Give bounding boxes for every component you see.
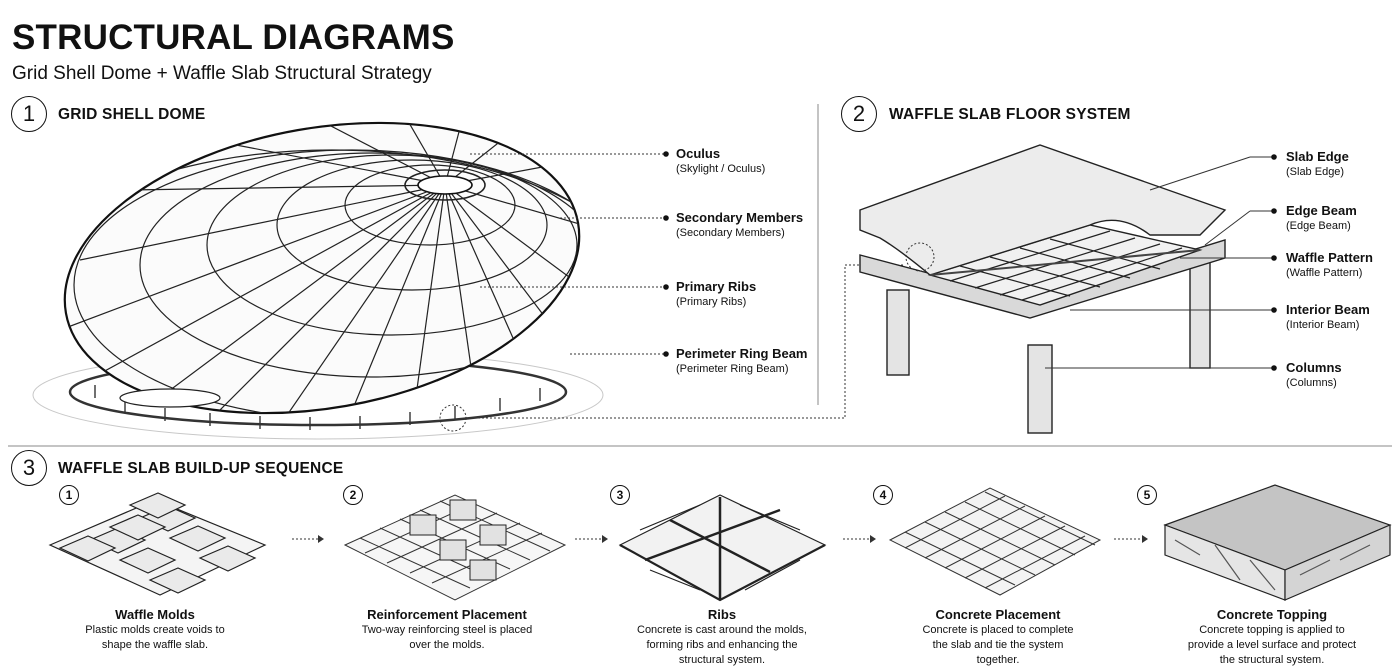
waffle-slab-drawing bbox=[859, 144, 1227, 434]
section-3-number: 3 bbox=[11, 450, 47, 486]
callout-primary-ribs-sub: (Primary Ribs) bbox=[676, 296, 747, 308]
dome-leaders bbox=[470, 153, 664, 355]
page-title: STRUCTURAL DIAGRAMS bbox=[12, 18, 455, 57]
step-5-caption: Concrete Topping Concrete topping is app… bbox=[1172, 606, 1372, 668]
callout-oculus-sub: (Skylight / Oculus) bbox=[676, 163, 766, 175]
step-4-number: 4 bbox=[873, 485, 893, 505]
step-2-number: 2 bbox=[343, 485, 363, 505]
callout-waffle-pattern-sub: (Waffle Pattern) bbox=[1286, 267, 1363, 279]
step-3-caption: Ribs Concrete is cast around the molds, … bbox=[622, 606, 822, 668]
slab-top bbox=[859, 144, 1227, 276]
callout-perimeter-ring-beam-sub: (Perimeter Ring Beam) bbox=[676, 363, 789, 375]
step-5-concrete-topping-drawing bbox=[1163, 484, 1392, 601]
step-5-desc-line-3: the structural system. bbox=[1219, 654, 1325, 666]
step-3-desc-line-2: forming ribs and enhancing the bbox=[646, 639, 798, 651]
callout-waffle-pattern-label: Waffle Pattern bbox=[1286, 250, 1373, 265]
section-3-title: WAFFLE SLAB BUILD-UP SEQUENCE bbox=[58, 460, 344, 477]
page-subtitle: Grid Shell Dome + Waffle Slab Structural… bbox=[12, 63, 432, 84]
step-3-desc-line-1: Concrete is cast around the molds, bbox=[637, 624, 807, 636]
step-3-number: 3 bbox=[610, 485, 630, 505]
callout-interior-beam-sub: (Interior Beam) bbox=[1286, 319, 1360, 331]
detail-bubble-slab bbox=[905, 242, 935, 272]
callout-secondary-members: Secondary Members (Secondary Members) bbox=[676, 210, 803, 241]
callout-waffle-pattern: Waffle Pattern (Waffle Pattern) bbox=[1286, 250, 1373, 281]
section-2-title: WAFFLE SLAB FLOOR SYSTEM bbox=[889, 106, 1131, 123]
callout-edge-beam-sub: (Edge Beam) bbox=[1286, 220, 1351, 232]
callout-slab-edge-sub: (Slab Edge) bbox=[1286, 166, 1345, 178]
callout-perimeter-ring-beam: Perimeter Ring Beam (Perimeter Ring Beam… bbox=[676, 346, 808, 377]
callout-columns-label: Columns bbox=[1286, 360, 1342, 375]
step-5-desc-line-1: Concrete topping is applied to bbox=[1199, 624, 1345, 636]
callout-interior-beam-label: Interior Beam bbox=[1286, 302, 1370, 317]
step-2-desc-line-2: over the molds. bbox=[409, 639, 485, 651]
step-5-title: Concrete Topping bbox=[1216, 607, 1328, 622]
callout-slab-edge: Slab Edge (Slab Edge) bbox=[1286, 149, 1349, 180]
step-3-title: Ribs bbox=[707, 607, 737, 622]
callout-secondary-members-label: Secondary Members bbox=[676, 210, 804, 225]
oculus bbox=[417, 175, 473, 195]
step-3-desc-line-3: structural system. bbox=[678, 654, 766, 666]
step-4-concrete-placement-drawing bbox=[888, 487, 1102, 596]
dome-outline bbox=[63, 121, 581, 415]
step-1-desc-line-1: Plastic molds create voids to bbox=[85, 624, 225, 636]
callout-edge-beam-label: Edge Beam bbox=[1286, 203, 1357, 218]
section-1-number: 1 bbox=[11, 96, 47, 132]
step-2-desc-line-1: Two-way reinforcing steel is placed bbox=[361, 624, 533, 636]
dome-leader-dots bbox=[663, 151, 669, 357]
step-1-waffle-molds-drawing bbox=[48, 492, 267, 596]
step-5-number: 5 bbox=[1137, 485, 1157, 505]
grid-shell-dome-drawing bbox=[32, 89, 604, 452]
step-5-desc-line-2: provide a level surface and protect bbox=[1187, 639, 1357, 651]
section-1-title: GRID SHELL DOME bbox=[58, 106, 206, 123]
step-1-caption: Waffle Molds Plastic molds create voids … bbox=[55, 606, 255, 653]
step-2-caption: Reinforcement Placement Two-way reinforc… bbox=[347, 606, 547, 653]
callout-columns-sub: (Columns) bbox=[1286, 377, 1337, 389]
callout-slab-edge-label: Slab Edge bbox=[1286, 149, 1349, 164]
callout-oculus-label: Oculus bbox=[676, 146, 721, 161]
step-4-desc-line-1: Concrete is placed to complete bbox=[922, 624, 1074, 636]
perimeter-posts bbox=[94, 385, 541, 430]
step-1-title: Waffle Molds bbox=[115, 607, 195, 622]
callout-primary-ribs-label: Primary Ribs bbox=[676, 279, 757, 294]
step-2-reinforcement-drawing bbox=[343, 494, 567, 601]
callout-oculus: Oculus (Skylight / Oculus) bbox=[676, 146, 765, 177]
dome-entrance-opening bbox=[119, 388, 221, 408]
section-2-number: 2 bbox=[841, 96, 877, 132]
callout-perimeter-ring-beam-label: Perimeter Ring Beam bbox=[676, 346, 808, 361]
slab-leaders bbox=[1045, 156, 1272, 369]
step-2-title: Reinforcement Placement bbox=[367, 607, 527, 622]
step-4-desc-line-2: the slab and tie the system bbox=[932, 639, 1064, 651]
slab-leader-dots bbox=[1271, 154, 1277, 371]
step-4-desc-line-3: together. bbox=[976, 654, 1020, 666]
callout-interior-beam: Interior Beam (Interior Beam) bbox=[1286, 302, 1370, 333]
step-4-caption: Concrete Placement Concrete is placed to… bbox=[898, 606, 1098, 668]
callout-primary-ribs: Primary Ribs (Primary Ribs) bbox=[676, 279, 756, 310]
callout-edge-beam: Edge Beam (Edge Beam) bbox=[1286, 203, 1357, 234]
slab-columns bbox=[886, 259, 1211, 434]
step-3-ribs-drawing bbox=[618, 494, 827, 602]
edge-beam bbox=[929, 249, 1201, 276]
callout-secondary-members-sub: (Secondary Members) bbox=[676, 227, 785, 239]
sequence-arrowheads bbox=[318, 535, 1148, 543]
step-1-desc-line-2: shape the waffle slab. bbox=[101, 639, 209, 651]
step-1-number: 1 bbox=[59, 485, 79, 505]
callout-columns: Columns (Columns) bbox=[1286, 360, 1342, 391]
step-4-title: Concrete Placement bbox=[935, 607, 1061, 622]
